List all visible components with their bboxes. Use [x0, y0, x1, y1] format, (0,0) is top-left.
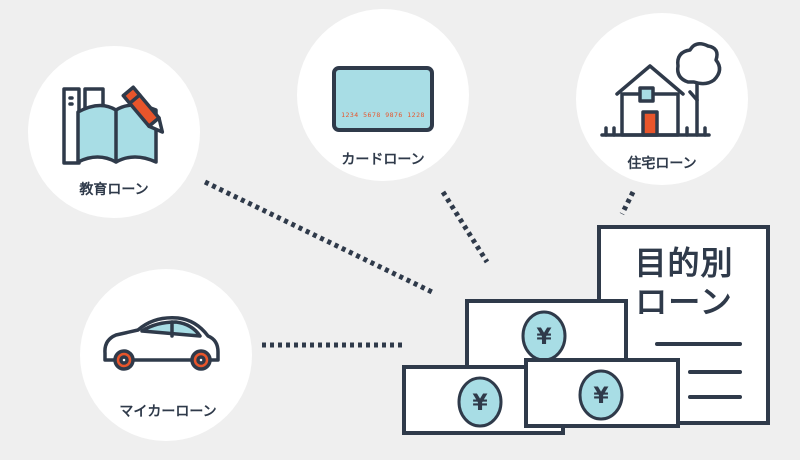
connector-housing	[619, 190, 636, 216]
yen-symbol: ¥	[593, 384, 609, 409]
connector-lines	[203, 179, 636, 348]
education-loan-node: 教育ローン	[28, 46, 200, 218]
card-number: 1234 5678 9876 1228	[341, 111, 425, 119]
yen-coin	[578, 369, 624, 421]
card-loan-label: カードローン	[341, 152, 424, 168]
document-title-line2: ローン	[635, 283, 732, 321]
connector-education	[203, 179, 434, 295]
car-loan-node: マイカーローン	[80, 269, 252, 441]
bill: ¥	[465, 299, 628, 371]
card-loan-node: 1234 5678 9876 1228 カードローン	[297, 9, 469, 181]
document-title-line1: 目的別	[634, 244, 733, 282]
car-icon	[103, 316, 220, 371]
housing-loan-node: 住宅ローン	[576, 13, 748, 185]
car-loan-label: マイカーローン	[119, 404, 216, 420]
bill: ¥	[524, 358, 680, 428]
connector-card	[440, 190, 490, 264]
yen-coin	[457, 376, 503, 428]
book-pencil-icon	[62, 85, 165, 165]
housing-loan-label: 住宅ローン	[627, 155, 696, 172]
credit-card-icon: 1234 5678 9876 1228	[332, 66, 434, 132]
house-icon	[600, 42, 722, 137]
yen-symbol: ¥	[472, 391, 488, 416]
education-loan-label: 教育ローン	[79, 181, 148, 198]
yen-symbol: ¥	[536, 325, 552, 350]
money-stack: ¥ ¥ ¥	[402, 299, 680, 435]
